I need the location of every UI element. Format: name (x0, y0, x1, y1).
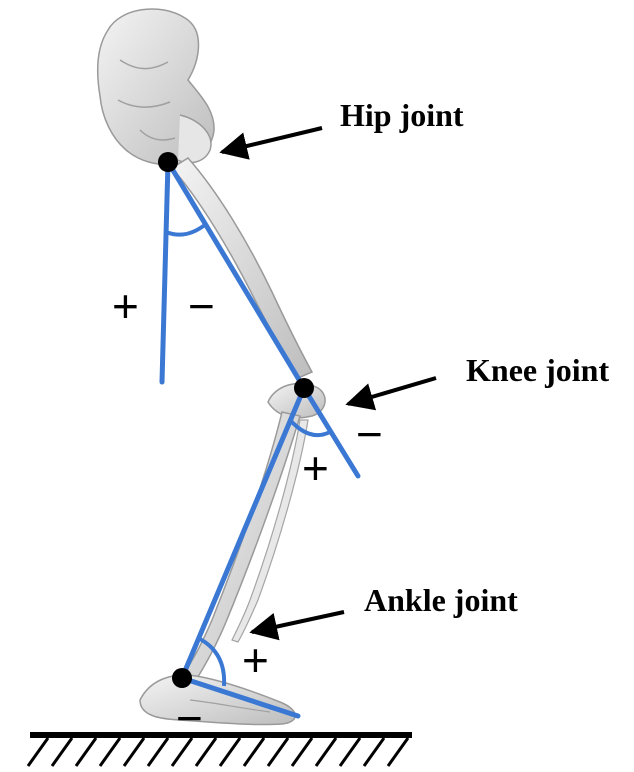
knee-plus-sign: + (302, 442, 329, 494)
ground (26, 732, 412, 767)
pointer-arrows (219, 126, 437, 641)
ankle-arrow (249, 610, 345, 641)
ankle-angle-arc (197, 636, 227, 687)
thigh-segment (165, 159, 307, 391)
joint-markers (158, 152, 314, 688)
segment-lines (159, 159, 361, 719)
ankle-plus-sign: + (242, 634, 269, 686)
hip-arrow (219, 126, 323, 160)
knee-joint-label: Knee joint (466, 352, 609, 388)
femur-bone (170, 157, 314, 379)
foot-bone (139, 674, 296, 726)
ankle-joint-dot (172, 668, 192, 688)
hip-plus-sign: + (112, 280, 139, 332)
foot-segment (179, 675, 301, 719)
shank-segment (179, 385, 307, 681)
hip-minus-sign: − (188, 280, 215, 332)
pelvis-bone (96, 8, 215, 166)
hip-joint-label: Hip joint (340, 97, 464, 133)
ankle-minus-sign: − (176, 692, 203, 744)
hip-reference-line (159, 159, 171, 385)
knee-reference-line (301, 385, 361, 479)
hip-joint-dot (158, 152, 178, 172)
hip-angle-arc (165, 222, 208, 237)
ankle-joint-label: Ankle joint (364, 582, 518, 618)
knee-arrow (345, 376, 437, 411)
knee-angle-arc (288, 418, 331, 437)
knee-minus-sign: − (356, 408, 383, 460)
knee-joint-dot (294, 378, 314, 398)
angle-arcs (165, 222, 331, 687)
